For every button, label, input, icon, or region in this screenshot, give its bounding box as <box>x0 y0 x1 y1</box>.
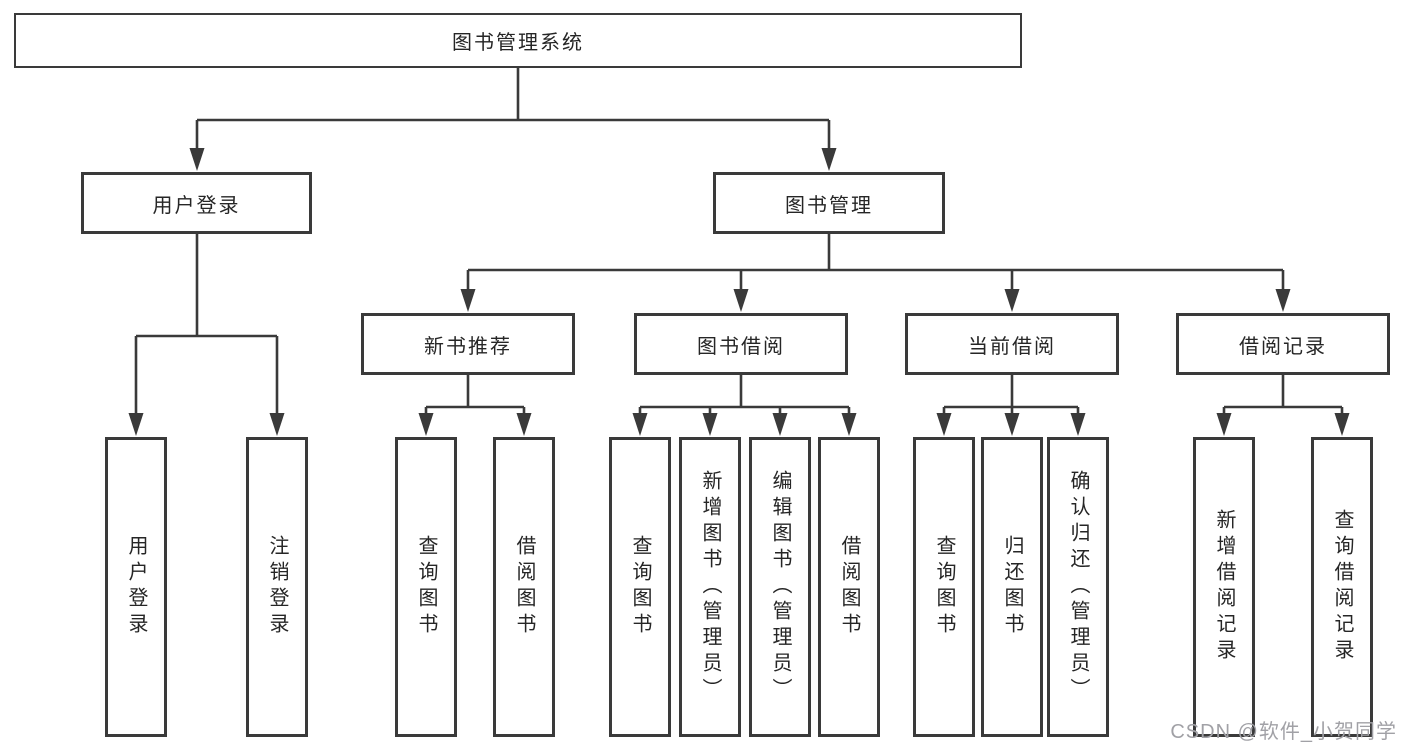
leaf-current-confirm-return-admin: 确认归还（管理员） <box>1047 437 1109 737</box>
leaf-label: 借阅图书 <box>513 535 535 639</box>
leaf-label: 查询图书 <box>629 535 651 639</box>
leaf-current-query-books: 查询图书 <box>913 437 975 737</box>
leaf-borrow-add-books-admin: 新增图书（管理员） <box>679 437 741 737</box>
connector-book-borrow <box>632 375 857 436</box>
connector-current-borrow <box>936 375 1086 436</box>
leaf-newbook-query-books: 查询图书 <box>395 437 457 737</box>
node-book-management: 图书管理 <box>713 172 945 234</box>
leaf-label: 借阅图书 <box>838 535 860 639</box>
leaf-user-login: 用户登录 <box>105 437 167 737</box>
node-user-login: 用户登录 <box>81 172 312 234</box>
leaf-records-add-record: 新增借阅记录 <box>1193 437 1255 737</box>
node-label: 新书推荐 <box>424 335 512 358</box>
leaf-borrow-borrow-books: 借阅图书 <box>818 437 880 737</box>
leaf-label: 查询图书 <box>933 535 955 639</box>
node-label: 用户登录 <box>152 194 241 217</box>
leaf-label: 确认归还（管理员） <box>1067 470 1089 704</box>
leaf-logout: 注销登录 <box>246 437 308 737</box>
connector-root <box>189 68 837 171</box>
leaf-label: 新增图书（管理员） <box>699 470 721 704</box>
node-library-management-system: 图书管理系统 <box>14 13 1022 68</box>
node-label: 图书借阅 <box>697 335 785 358</box>
watermark: CSDN @软件_小贺同学 <box>1170 721 1397 743</box>
node-label: 当前借阅 <box>968 335 1056 358</box>
connector-book-management <box>460 234 1291 312</box>
leaf-label: 注销登录 <box>266 535 288 639</box>
leaf-current-return-books: 归还图书 <box>981 437 1043 737</box>
connector-new-book <box>418 375 532 436</box>
leaf-borrow-query-books: 查询图书 <box>609 437 671 737</box>
node-label: 借阅记录 <box>1239 335 1327 358</box>
connector-borrow-records <box>1216 375 1350 436</box>
leaf-label: 用户登录 <box>125 535 147 639</box>
leaf-label: 查询借阅记录 <box>1331 509 1353 665</box>
leaf-label: 归还图书 <box>1001 535 1023 639</box>
leaf-borrow-edit-books-admin: 编辑图书（管理员） <box>749 437 811 737</box>
connector-user-login <box>128 234 285 436</box>
leaf-label: 编辑图书（管理员） <box>769 470 791 704</box>
node-label: 图书管理系统 <box>452 32 584 54</box>
node-current-borrow: 当前借阅 <box>905 313 1119 375</box>
node-new-book-recommend: 新书推荐 <box>361 313 575 375</box>
leaf-records-query-record: 查询借阅记录 <box>1311 437 1373 737</box>
node-borrow-records: 借阅记录 <box>1176 313 1390 375</box>
node-book-borrow: 图书借阅 <box>634 313 848 375</box>
leaf-newbook-borrow-books: 借阅图书 <box>493 437 555 737</box>
leaf-label: 新增借阅记录 <box>1213 509 1235 665</box>
leaf-label: 查询图书 <box>415 535 437 639</box>
node-label: 图书管理 <box>785 194 873 217</box>
